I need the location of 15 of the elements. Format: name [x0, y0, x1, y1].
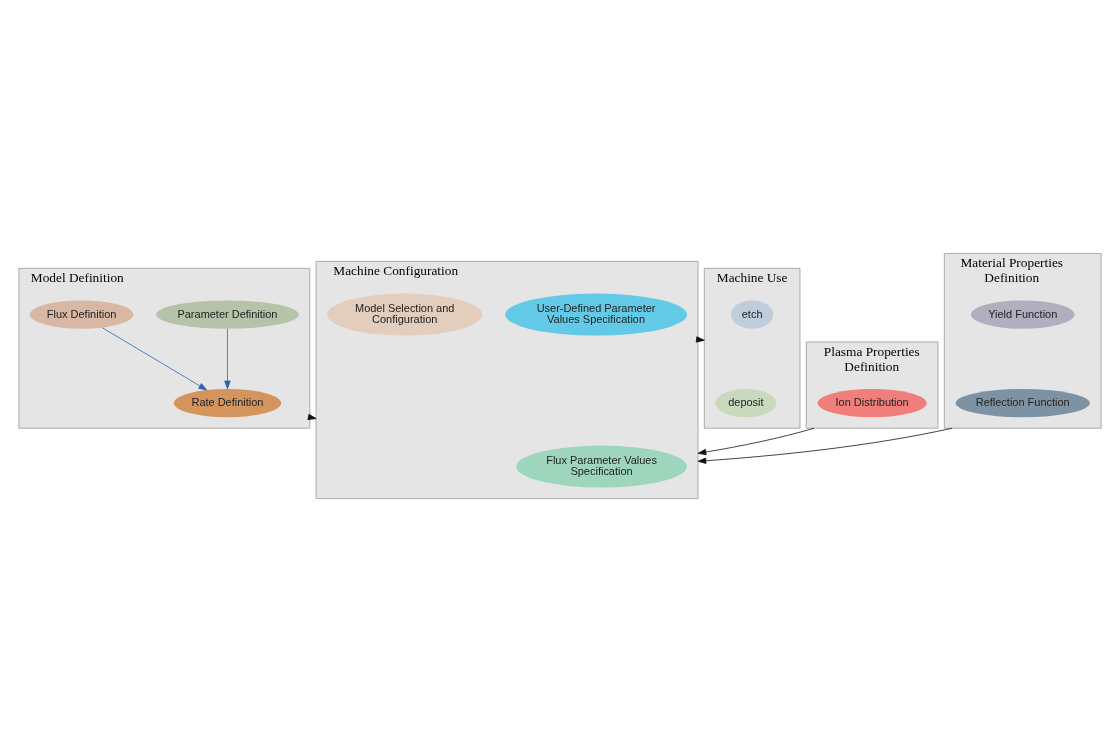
node-ellipse: Reflection Function — [955, 389, 1090, 418]
node-ellipse: Model Selection and Configuration — [327, 293, 483, 336]
arrow — [224, 328, 231, 390]
arrow — [697, 427, 953, 464]
node-ellipse: Rate Definition — [173, 389, 282, 418]
arrow — [697, 427, 815, 456]
node-ellipse: etch — [730, 300, 774, 329]
node-ellipse: User-Defined Parameter Values Specification — [505, 293, 687, 336]
node-ellipse: Flux Definition — [29, 300, 134, 329]
arrow — [101, 327, 208, 391]
node-ellipse: Parameter Definition — [156, 300, 299, 329]
node-ellipse: deposit — [715, 389, 777, 418]
node-ellipse: Yield Function — [970, 300, 1075, 329]
node-ellipse: Flux Parameter Values Specification — [516, 445, 687, 488]
node-ellipse: Ion Distribution — [817, 389, 927, 418]
